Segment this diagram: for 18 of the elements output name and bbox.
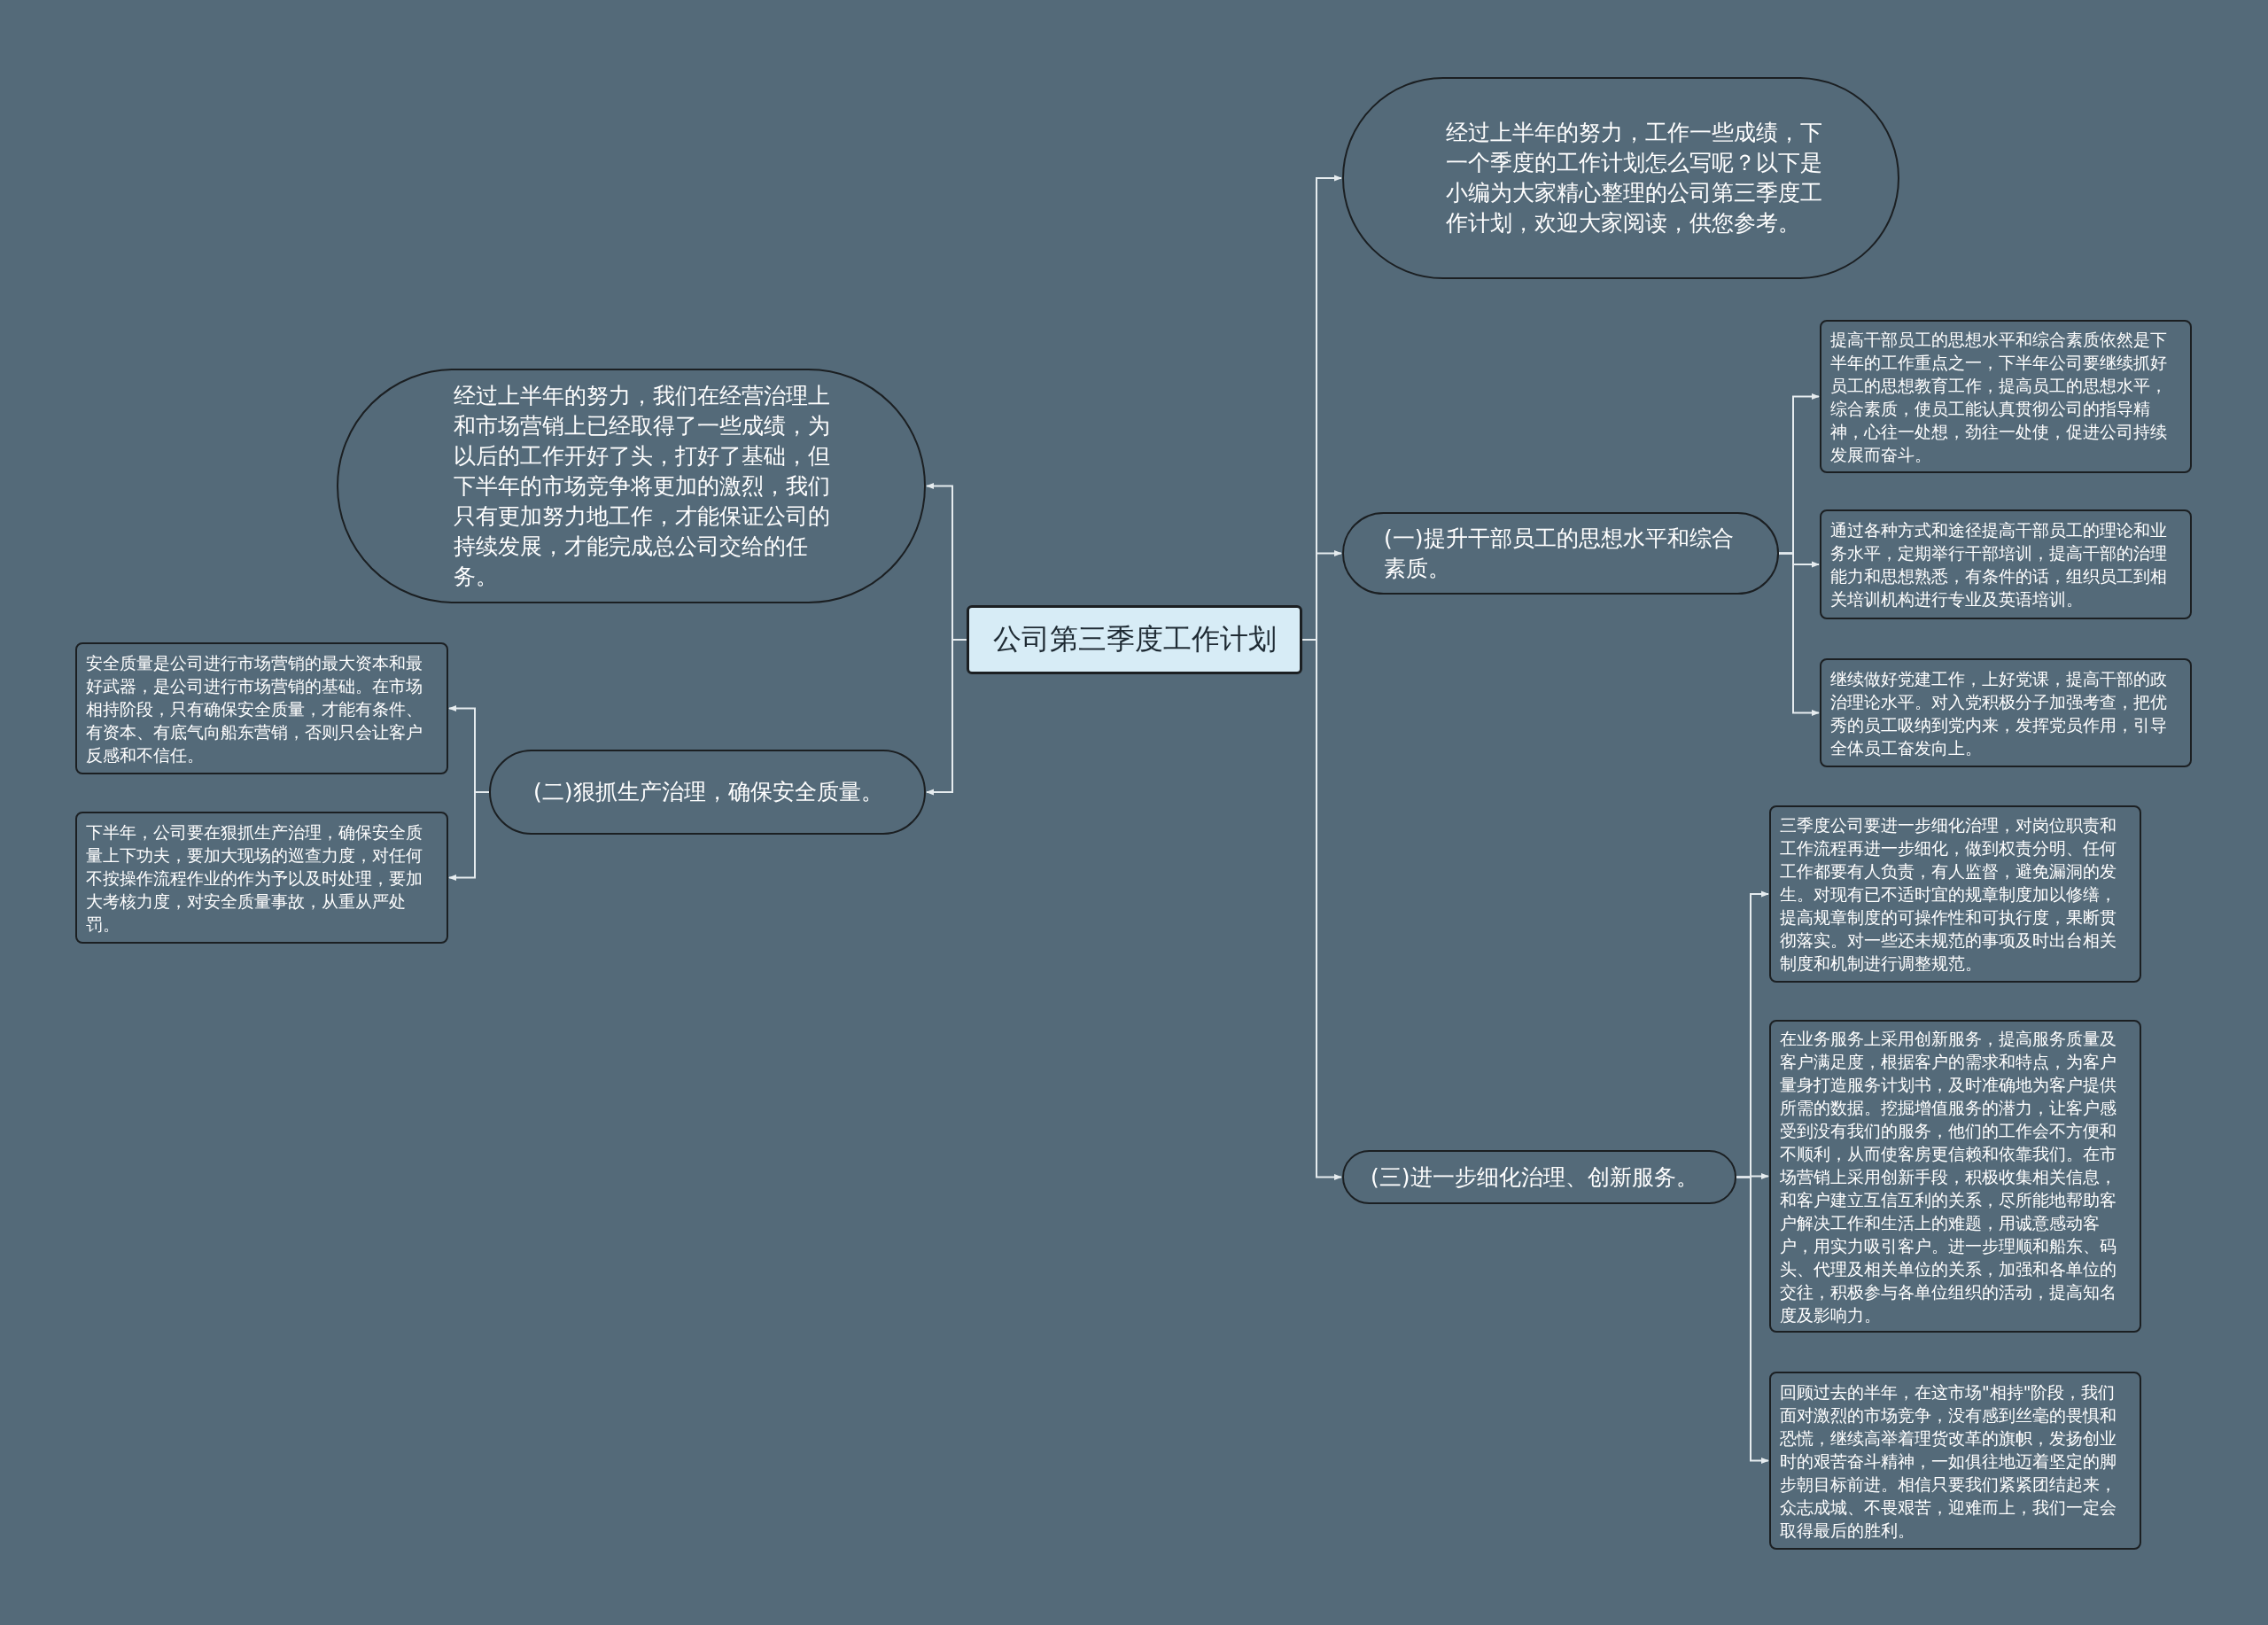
connector-arrow	[926, 639, 967, 796]
topic-bubble: (三)进一步细化治理、创新服务。	[1342, 1150, 1736, 1204]
text-box: 在业务服务上采用创新服务，提高服务质量及客户满足度，根据客户的需求和特点，为客户量身打造服务计划书，及时准确地为客户提供所需的数据。挖掘增值服务的潜力，让客户感受到没有我们的服务，他们的工作会不方便和不顺利，从而使客房更信赖和依靠我们。在市场营销上采用创新手段，积极收集相关信息，和客户建立互信互利的关系，尽所能地帮助客户解决工作和生活上的难题，用诚意感动客户，用实力吸引客户。进一步理顺和船东、码头、代理及相关单位的关系，加强和各单位的交往，积极参与各单位组织的活动，提高知名度及影响力。	[1769, 1020, 2141, 1333]
connector-arrow	[448, 791, 490, 882]
text-box: 下半年，公司要在狠抓生产治理，确保安全质量上下功夫，要加大现场的巡查力度，对任何不按操作流程作业的作为予以及时处理，要加大考核力度，对安全质量事故，从重从严处罚。	[75, 812, 448, 944]
connector-arrow	[1778, 552, 1820, 717]
text-box: 提高干部员工的思想水平和综合素质依然是下半年的工作重点之一，下半年公司要继续抓好员工的思想教育工作，提高员工的思想水平，综合素质，使员工能认真贯彻公司的指导精神，心往一处想，劲往一处使，促进公司持续发展而奋斗。	[1820, 320, 2192, 473]
connector-arrow	[1736, 1176, 1769, 1465]
topic-bubble: 经过上半年的努力，我们在经营治理上和市场营销上已经取得了一些成绩，为以后的工作开好了头，打好了基础，但下半年的市场竞争将更加的激烈，我们只有更加努力地工作，才能保证公司的持续发展，才能完成总公司交给的任务。	[337, 369, 926, 603]
topic-bubble: 经过上半年的努力，工作一些成绩，下一个季度的工作计划怎么写呢？以下是小编为大家精心整理的公司第三季度工作计划，欢迎大家阅读，供您参考。	[1342, 77, 1899, 279]
text-box: 安全质量是公司进行市场营销的最大资本和最好武器，是公司进行市场营销的基础。在市场相持阶段，只有确保安全质量，才能有条件、有资本、有底气向船东营销，否则只会让客户反感和不信任。	[75, 642, 448, 774]
text-box: 回顾过去的半年，在这市场"相持"阶段，我们面对激烈的市场竞争，没有感到丝毫的畏惧和恐慌，继续高举着理货改革的旗帜，发扬创业时的艰苦奋斗精神，一如俱往地迈着坚定的脚步朝目标前进。相信只要我们紧紧团结起来，众志成城、不畏艰苦，迎难而上，我们一定会取得最后的胜利。	[1769, 1372, 2141, 1550]
topic-bubble: (一)提升干部员工的思想水平和综合素质。	[1342, 512, 1779, 595]
text-box: 通过各种方式和途径提高干部员工的理论和业务水平，定期举行干部培训，提高干部的治理能力和思想熟悉，有条件的话，组织员工到相关培训机构进行专业及英语培训。	[1820, 509, 2192, 619]
central-topic-box: 公司第三季度工作计划	[967, 605, 1302, 674]
text-box: 继续做好党建工作，上好党课，提高干部的政治理论水平。对入党积极分子加强考查，把优秀的员工吸纳到党内来，发挥党员作用，引导全体员工奋发向上。	[1820, 658, 2192, 767]
text-box: 三季度公司要进一步细化治理，对岗位职责和工作流程再进一步细化，做到权责分明、任何工作都要有人负责，有人监督，避免漏洞的发生。对现有已不适时宜的规章制度加以修缮，提高规章制度的可操作性和可执行度，果断贯彻落实。对一些还未规范的事项及时出台相关制度和机制进行调整规范。	[1769, 805, 2141, 983]
topic-bubble: (二)狠抓生产治理，确保安全质量。	[489, 750, 926, 835]
